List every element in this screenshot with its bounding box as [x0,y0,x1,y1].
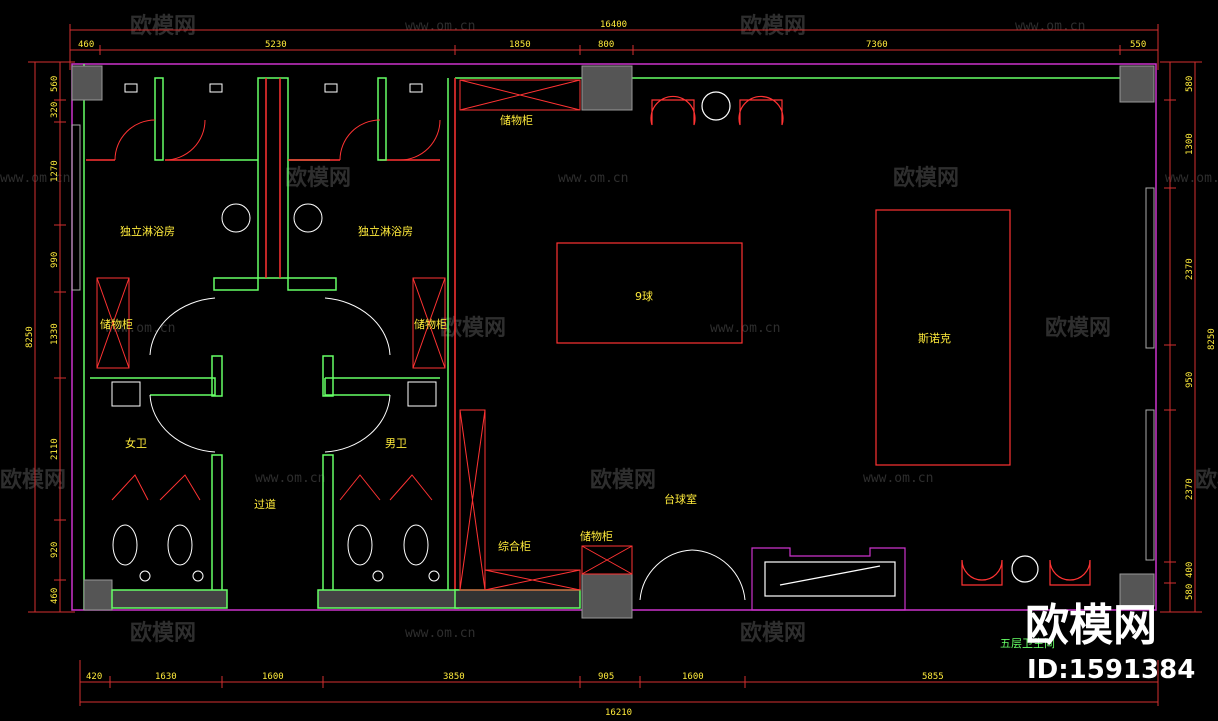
dim-left-total: 8250 [25,326,35,348]
brand-id: ID:1591384 [1027,655,1195,685]
watermark-logo: 欧模网 [893,165,959,191]
floor-caption: 五层卫生间 [1000,636,1055,650]
room-label-storage-left: 储物柜 [100,317,133,331]
dim-top: 550 [1130,40,1146,50]
dim-right: 2370 [1185,478,1195,500]
dim-bottom: 905 [598,672,614,682]
room-label-womens-wc: 女卫 [125,436,147,450]
table-label-snooker: 斯诺克 [918,332,951,345]
room-label-cabinet: 综合柜 [498,539,531,553]
room-label-storage-right: 储物柜 [414,317,447,331]
storage-cabinets [96,79,633,591]
dim-right: 2370 [1185,258,1195,280]
lounge-chairs [650,91,1091,586]
dim-left: 920 [50,542,60,558]
watermarks: 欧模网 www.om.cn 欧模网 www.om.cn www.om.cn 欧模… [0,13,1218,646]
watermark-logo: 欧模网 [1195,467,1218,493]
brand-logo: 欧模网 [1025,600,1157,651]
watermark-logo: 欧模网 [1045,315,1111,341]
dim-top: 460 [78,40,94,50]
dim-top: 1850 [509,40,531,50]
dim-bottom: 1630 [155,672,177,682]
dim-left: 1270 [50,160,60,182]
watermark-logo: 欧模网 [440,315,506,341]
dim-right: 950 [1185,372,1195,388]
dim-right: 400 [1185,562,1195,578]
room-label-shower-left: 独立淋浴房 [120,224,175,238]
dim-right: 580 [1185,76,1195,92]
dim-left: 320 [50,102,60,118]
watermark-url: www.om.cn [405,19,475,34]
watermark-url: www.om.cn [863,471,933,486]
room-label-shower-right: 独立淋浴房 [358,224,413,238]
watermark-logo: 欧模网 [285,165,351,191]
bar-counter [751,547,906,611]
outer-walls [71,63,1157,611]
watermark-logo: 欧模网 [740,13,806,39]
dimension-lines [28,24,1202,706]
dim-left: 990 [50,252,60,268]
windows [71,124,1155,561]
room-label-corridor: 过道 [254,497,276,511]
dim-top-total: 16400 [600,20,627,30]
watermark-url: www.om.cn [1165,171,1218,186]
bathroom-walls [86,77,581,609]
watermark-url: www.om.cn [105,321,175,336]
watermark-url: www.om.cn [1015,19,1085,34]
watermark-logo: 欧模网 [740,620,806,646]
dim-bottom-total: 16210 [605,708,632,718]
watermark-logo: 欧模网 [130,13,196,39]
dim-bottom: 1600 [682,672,704,682]
room-label-storage-bottom: 储物柜 [580,529,613,543]
dim-bottom: 5855 [922,672,944,682]
room-label-storage-top: 储物柜 [500,113,533,127]
dim-left: 1330 [50,323,60,345]
dim-left: 2110 [50,438,60,460]
room-label-billiard-room: 台球室 [664,492,697,506]
brand-overlay: 欧模网 ID:1591384 [1025,600,1195,685]
dim-top: 800 [598,40,614,50]
watermark-url: www.om.cn [710,321,780,336]
watermark-logo: 欧模网 [130,620,196,646]
room-labels: 独立淋浴房 独立淋浴房 储物柜 储物柜 储物柜 储物柜 女卫 男卫 过道 台球室… [100,113,1055,650]
watermark-url: www.om.cn [405,626,475,641]
room-label-mens-wc: 男卫 [385,437,407,450]
dim-bottom: 3850 [443,672,465,682]
dim-bottom: 1600 [262,672,284,682]
billiard-tables [556,209,1011,466]
watermark-url: www.om.cn [558,171,628,186]
dim-top: 7360 [866,40,888,50]
dim-bottom: 420 [86,672,102,682]
table-label-nine-ball: 9球 [635,289,653,303]
dim-right-total: 8250 [1207,328,1217,350]
dim-left: 560 [50,76,60,92]
dimension-texts-vertical: 8250 560 320 1270 990 1330 2110 920 460 … [25,76,1217,604]
door-swings [111,119,746,601]
dimension-texts: 16400 460 5230 1850 800 7360 550 420 163… [78,20,1146,718]
structural-columns [71,65,1155,619]
watermark-url: www.om.cn [255,471,325,486]
dim-right: 1300 [1185,133,1195,155]
dim-left: 460 [50,588,60,604]
watermark-logo: 欧模网 [590,467,656,493]
fixtures [111,83,440,582]
dim-top: 5230 [265,40,287,50]
dim-right: 580 [1185,584,1195,600]
watermark-logo: 欧模网 [0,467,66,493]
